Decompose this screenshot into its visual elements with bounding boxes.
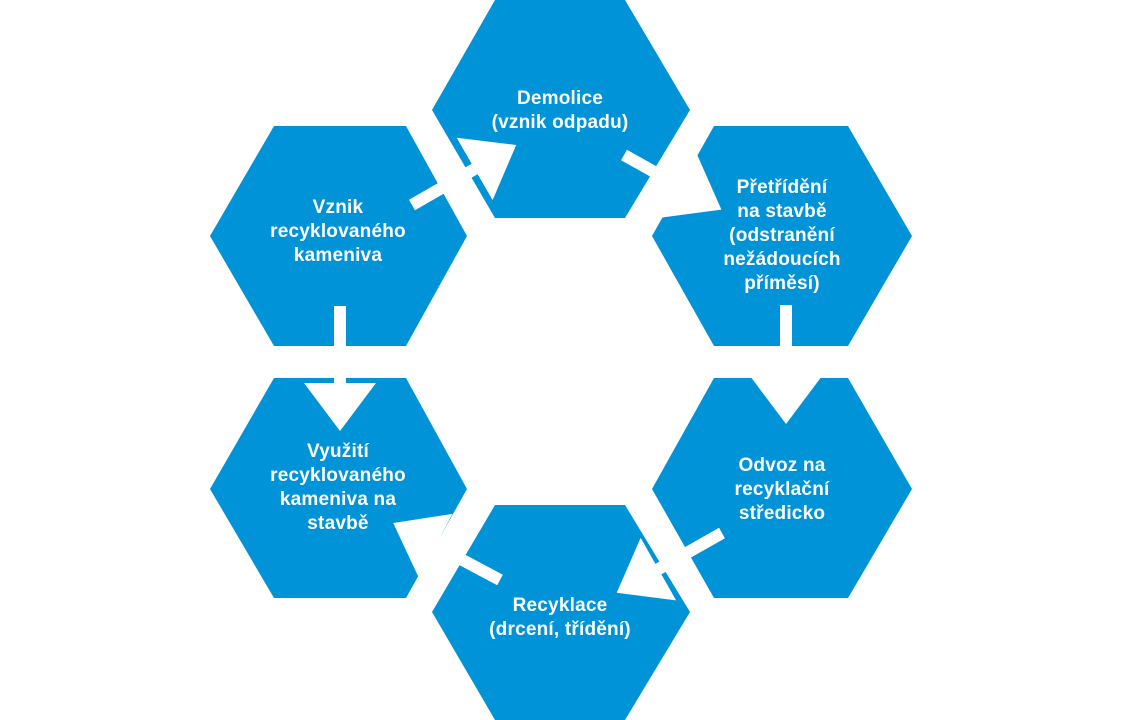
- node-vyuziti-label: Využití recyklovaného kameniva na stavbě: [270, 440, 406, 536]
- node-demolice-label: Demolice (vznik odpadu): [492, 87, 629, 135]
- node-odvoz-line-1: Odvoz na: [738, 455, 826, 476]
- node-vyuziti-line-3: kameniva na: [279, 489, 397, 510]
- node-recyklace-label: Recyklace (drcení, třídění): [489, 594, 631, 642]
- node-demolice-line-1: Demolice: [516, 88, 604, 109]
- hex-vznik: [210, 126, 467, 346]
- arrow-demolice-to-pretrideni: [621, 149, 722, 218]
- node-pretrideni-label: Přetřídění na stavbě (odstranění nežádou…: [723, 176, 840, 296]
- node-vznik-line-1: Vznik: [312, 197, 364, 218]
- node-recyklace-line-2: (drcení, třídění): [489, 619, 631, 640]
- arrow-recyklace-to-vyuziti: [393, 513, 503, 586]
- node-odvoz-line-3: středicko: [738, 503, 826, 524]
- hex-odvoz: [652, 378, 912, 598]
- arrow-vznik-to-demolice: [409, 137, 517, 211]
- node-demolice-line-2: (vznik odpadu): [491, 112, 629, 133]
- node-vyuziti-line-1: Využití: [307, 441, 369, 462]
- node-odvoz-label: Odvoz na recyklační středicko: [735, 454, 830, 526]
- node-pretrideni-line-2: na stavbě: [737, 201, 827, 222]
- node-pretrideni-line-3: (odstranění: [729, 225, 835, 246]
- node-pretrideni-line-5: příměsí): [744, 273, 820, 294]
- node-recyklace-line-1: Recyklace: [512, 595, 608, 616]
- arrow-odvoz-to-recyklace: [616, 527, 725, 601]
- node-vyuziti-line-4: stavbě: [307, 513, 369, 534]
- node-pretrideni-line-1: Přetřídění: [736, 177, 828, 198]
- node-odvoz-line-2: recyklační: [734, 479, 830, 500]
- node-vyuziti-line-2: recyklovaného: [270, 465, 406, 486]
- node-vznik-line-2: recyklovaného: [270, 221, 406, 242]
- node-vznik-line-3: kameniva: [293, 245, 383, 266]
- node-vznik-label: Vznik recyklovaného kameniva: [270, 196, 406, 268]
- node-pretrideni-line-4: nežádoucích: [723, 249, 841, 270]
